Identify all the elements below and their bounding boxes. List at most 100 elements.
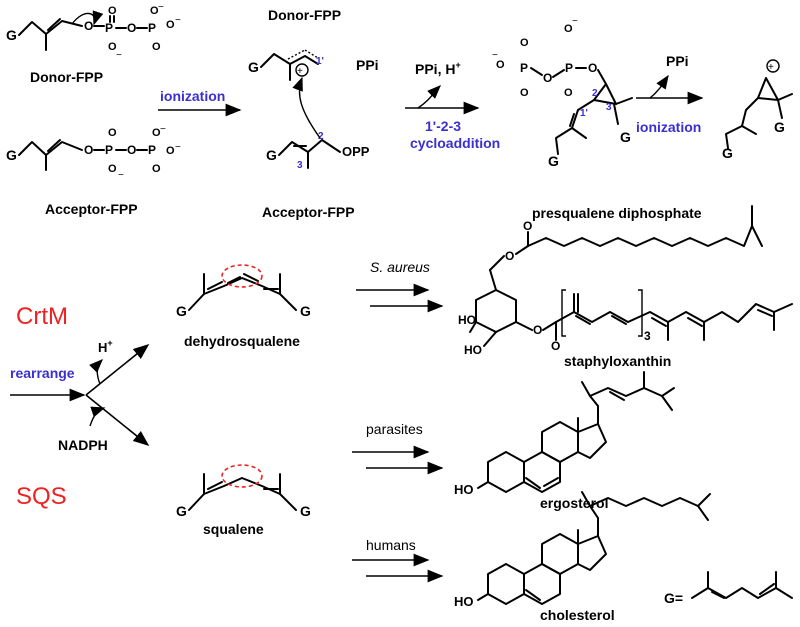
svg-text:1': 1' xyxy=(316,56,324,67)
svg-text:P: P xyxy=(105,143,113,157)
svg-text:O: O xyxy=(520,87,529,99)
crtm-branch-arrow xyxy=(85,343,150,396)
svg-text:G: G xyxy=(548,153,559,169)
h-plus-label: H+ xyxy=(98,338,113,355)
svg-text:G: G xyxy=(176,303,187,319)
svg-text:−: − xyxy=(158,2,164,13)
svg-text:O: O xyxy=(166,145,175,157)
svg-text:3: 3 xyxy=(644,329,651,343)
dehydrosqualene-structure: G G xyxy=(176,264,311,319)
geranyl-group-structure xyxy=(691,571,793,599)
s-aureus-label: S. aureus xyxy=(370,259,430,275)
crtm-enzyme-label: CrtM xyxy=(16,303,68,330)
staphyloxanthin-label: staphyloxanthin xyxy=(564,353,671,369)
svg-text:O: O xyxy=(127,21,136,35)
svg-text:O: O xyxy=(152,127,161,139)
svg-text:−: − xyxy=(572,16,578,27)
svg-text:G: G xyxy=(300,303,311,319)
svg-text:O: O xyxy=(108,127,117,139)
svg-text:−: − xyxy=(116,50,122,61)
squalene-label: squalene xyxy=(203,521,264,537)
svg-text:O: O xyxy=(564,87,573,99)
cyclopropylcarbinyl-cation-structure: + G G xyxy=(722,59,793,161)
svg-text:O: O xyxy=(108,41,117,53)
svg-text:−: − xyxy=(175,142,181,153)
sqs-branch-arrow xyxy=(85,394,150,447)
ergosterol-structure xyxy=(477,371,675,493)
acceptor-fpp-label: Acceptor-FPP xyxy=(45,201,138,217)
svg-text:P: P xyxy=(565,61,573,75)
svg-text:G: G xyxy=(248,59,259,75)
svg-text:1': 1' xyxy=(580,108,588,119)
svg-text:HO: HO xyxy=(464,343,482,357)
ppi-label-1: PPi xyxy=(356,57,379,73)
donor-fpp-label: Donor-FPP xyxy=(30,69,103,85)
cholesterol-ho: HO xyxy=(454,594,474,609)
svg-text:O: O xyxy=(496,59,505,71)
svg-text:O: O xyxy=(520,37,529,49)
svg-text:−: − xyxy=(118,170,124,181)
svg-text:P: P xyxy=(148,21,156,35)
acceptor-fpp-mid-structure: G OPP 2 3 xyxy=(266,76,370,171)
svg-text:O: O xyxy=(505,249,514,263)
svg-text:O: O xyxy=(533,323,542,337)
squalene-structure: G G xyxy=(176,464,311,519)
svg-text:O: O xyxy=(564,23,573,35)
svg-text:G: G xyxy=(266,147,277,163)
svg-text:−: − xyxy=(160,124,166,135)
sqs-enzyme-label: SQS xyxy=(16,483,67,510)
presqualene-diphosphate-structure: − O P O O O P O − O O 2 3 1' G G xyxy=(492,16,633,169)
svg-text:O: O xyxy=(150,5,159,17)
allyl-cation-structure: G + 1' xyxy=(248,49,324,81)
ionization-label-2: ionization xyxy=(636,119,701,135)
svg-text:O: O xyxy=(84,143,93,157)
svg-text:G: G xyxy=(176,503,187,519)
rearrange-label: rearrange xyxy=(10,365,75,381)
svg-text:O: O xyxy=(108,163,117,175)
dehydrosqualene-label: dehydrosqualene xyxy=(184,333,300,349)
ergosterol-ho: HO xyxy=(454,482,474,497)
cholesterol-structure xyxy=(477,491,711,605)
svg-text:OPP: OPP xyxy=(342,144,370,159)
svg-text:P: P xyxy=(105,21,113,35)
svg-text:+: + xyxy=(768,62,774,73)
parasites-label: parasites xyxy=(366,421,423,437)
staphyloxanthin-structure: O O HO HO O O 3 xyxy=(458,205,793,357)
svg-text:O: O xyxy=(523,219,532,233)
donor-fpp-label-mid: Donor-FPP xyxy=(268,7,341,23)
cycloaddition-step-label: 1'-2-3 xyxy=(425,118,461,134)
ppi-label-2: PPi xyxy=(666,53,689,69)
svg-text:O: O xyxy=(152,41,161,53)
ionization-label-1: ionization xyxy=(160,88,225,104)
svg-text:HO: HO xyxy=(458,313,476,327)
svg-text:G: G xyxy=(722,145,733,161)
svg-text:P: P xyxy=(520,61,528,75)
svg-text:−: − xyxy=(492,50,498,61)
svg-text:2: 2 xyxy=(318,131,324,142)
svg-text:P: P xyxy=(148,143,156,157)
g-definition-label: G= xyxy=(664,590,683,606)
acceptor-fpp-label-mid: Acceptor-FPP xyxy=(262,204,355,220)
svg-text:O: O xyxy=(551,339,560,353)
svg-text:2: 2 xyxy=(592,88,598,99)
cholesterol-label: cholesterol xyxy=(540,607,615,623)
nadph-label: NADPH xyxy=(58,437,108,453)
g-group-label: G xyxy=(6,27,17,43)
ppi-h-label: PPi, H+ xyxy=(415,60,461,77)
svg-text:G: G xyxy=(620,129,631,145)
svg-text:O: O xyxy=(127,143,136,157)
svg-text:−: − xyxy=(175,15,181,26)
svg-text:O: O xyxy=(84,19,93,33)
svg-text:3: 3 xyxy=(606,102,612,113)
svg-text:G: G xyxy=(774,119,785,135)
svg-text:+: + xyxy=(297,66,303,77)
donor-fpp-structure: G O P O O − O P O − O − O xyxy=(6,2,181,61)
svg-text:G: G xyxy=(300,503,311,519)
svg-text:O: O xyxy=(152,163,161,175)
svg-text:3: 3 xyxy=(297,160,303,171)
svg-text:O: O xyxy=(108,5,117,17)
svg-text:O: O xyxy=(543,71,552,85)
presqualene-label: presqualene diphosphate xyxy=(532,205,702,221)
svg-text:O: O xyxy=(588,61,597,75)
